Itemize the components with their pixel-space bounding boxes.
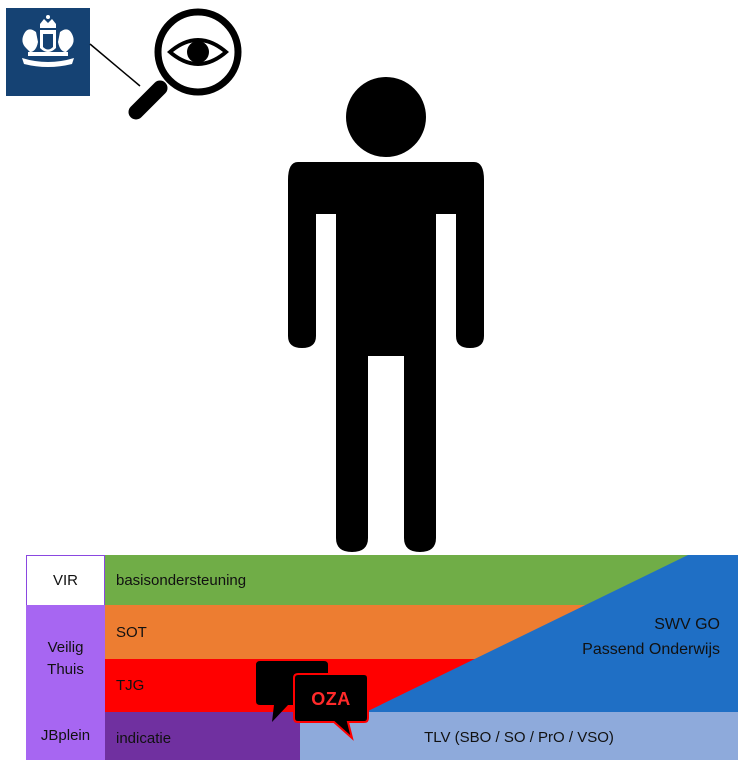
vir-cell: VIR	[26, 555, 105, 605]
government-logo	[6, 8, 90, 96]
band-indicatie	[105, 712, 300, 760]
veilig-thuis-label: Veilig Thuis	[47, 637, 84, 681]
veilig-line2: Thuis	[47, 660, 84, 678]
person-icon	[288, 77, 484, 552]
tjg-label: TJG	[116, 677, 145, 694]
magnifier-eye-icon	[128, 8, 242, 120]
chat-bubbles-icon	[256, 661, 369, 741]
swv-region	[366, 555, 738, 712]
tlv-label: TLV (SBO / SO / PrO / VSO)	[424, 729, 614, 746]
indicatie-label: indicatie	[116, 730, 172, 747]
band-basis	[105, 555, 738, 605]
basis-label: basisondersteuning	[116, 572, 247, 589]
sot-label: SOT	[116, 624, 147, 641]
veilig-line1: Veilig	[47, 638, 84, 656]
jbplein-label: JBplein	[40, 727, 91, 744]
coat-of-arms-icon	[22, 15, 74, 67]
veilig-thuis-cell: Veilig Thuis	[26, 605, 105, 712]
connector-line	[89, 43, 141, 87]
swv-line1: SWV GO	[654, 616, 720, 633]
swv-label: SWV GO Passend Onderwijs	[582, 612, 720, 662]
tlv-region	[300, 712, 738, 760]
swv-line2: Passend Onderwijs	[582, 641, 720, 658]
jbplein-cell: JBplein	[26, 712, 105, 760]
vir-label: VIR	[52, 571, 78, 589]
oza-label: OZA	[311, 689, 351, 709]
